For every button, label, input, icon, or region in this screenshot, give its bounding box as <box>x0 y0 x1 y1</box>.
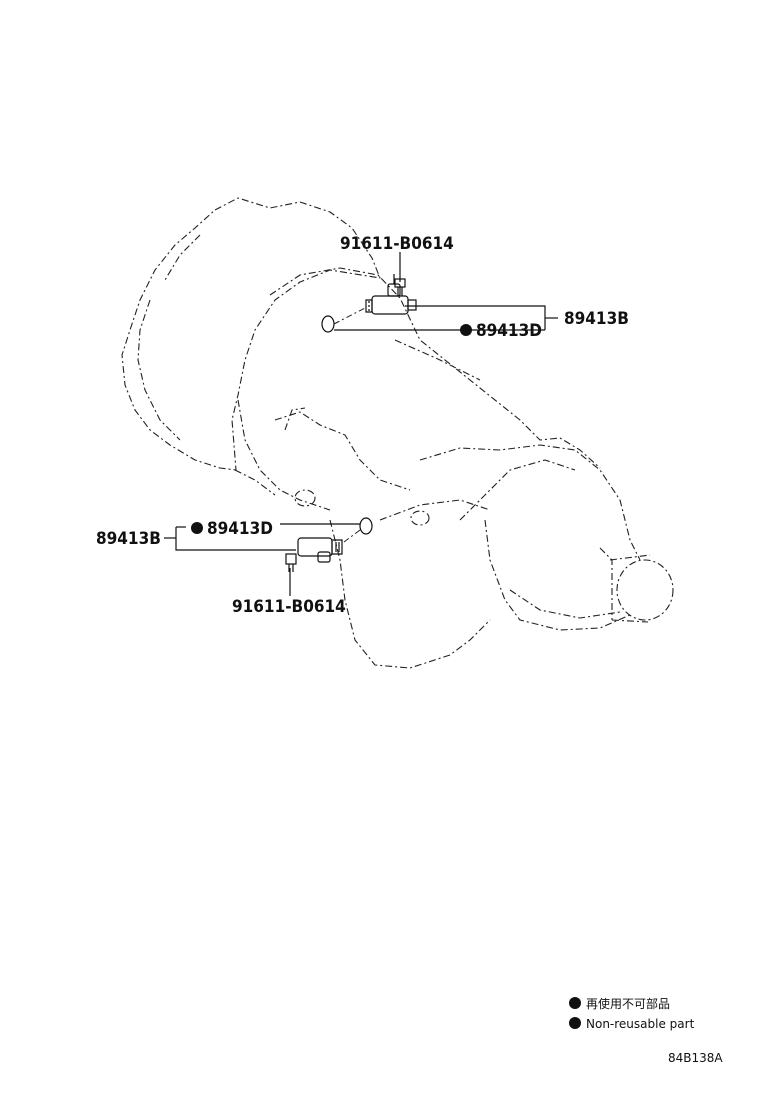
callout-bolt-bottom[interactable]: 91611-B0614 <box>232 597 346 617</box>
gasket-top[interactable] <box>321 315 335 333</box>
callout-gasket-bottom[interactable]: 89413D <box>207 519 273 539</box>
callout-sensor-bottom[interactable]: 89413B <box>96 529 161 549</box>
callout-sensor-top[interactable]: 89413B <box>564 309 629 329</box>
gasket-bottom[interactable] <box>359 517 373 535</box>
bolt-bottom[interactable] <box>285 553 297 572</box>
sensor-top[interactable] <box>365 274 417 315</box>
non-reusable-marker-bottom <box>191 522 203 534</box>
legend-english: Non-reusable part <box>586 1017 695 1031</box>
legend: 再使用不可部品 Non-reusable part <box>569 996 695 1031</box>
callout-gasket-top[interactable]: 89413D <box>476 321 542 341</box>
legend-japanese: 再使用不可部品 <box>586 996 670 1011</box>
legend-marker-english <box>569 1017 581 1029</box>
legend-marker-japanese <box>569 997 581 1009</box>
diagram-code: 84B138A <box>668 1051 723 1065</box>
sensor-bottom[interactable] <box>297 537 343 563</box>
non-reusable-marker-top <box>460 324 472 336</box>
callout-bolt-top[interactable]: 91611-B0614 <box>340 234 454 254</box>
leader-lines <box>164 252 558 596</box>
transmission-outline <box>121 197 674 669</box>
